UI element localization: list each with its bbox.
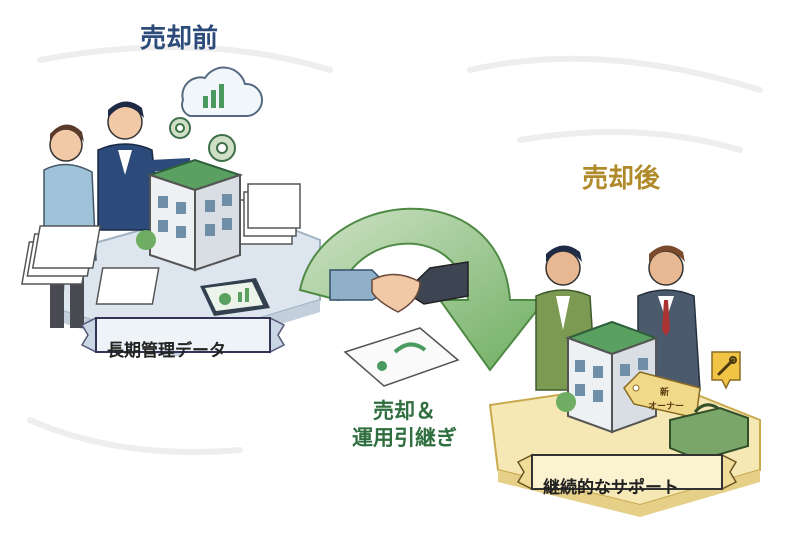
- banner-right: [516, 453, 738, 491]
- transfer-arrow: [298, 207, 548, 372]
- process-label-line2: 運用引継ぎ: [352, 426, 457, 450]
- tablet-chart: [200, 278, 270, 316]
- process-label: 売却＆ 運用引継ぎ: [352, 398, 457, 452]
- wrench-icon: [711, 351, 741, 390]
- gear-icon: [169, 117, 236, 162]
- handshake-icon: [329, 261, 469, 313]
- tag-text-2: オーナー: [648, 401, 684, 412]
- man-figure-left: [97, 101, 190, 231]
- title-after-sale: 売却後: [582, 164, 661, 194]
- contract-document: [343, 327, 460, 387]
- process-label-line1: 売却＆: [373, 399, 436, 423]
- document-stack-right: [239, 183, 301, 245]
- banner-left-text: 長期管理データ: [107, 341, 226, 361]
- cloud-icon: [181, 66, 263, 117]
- background-sketch: [27, 44, 763, 455]
- banner-right-text: 継続的なサポート: [543, 478, 679, 498]
- title-before-sale: 売却前: [140, 24, 219, 54]
- toolbox-icon: [669, 403, 749, 462]
- tag-text-1: 新: [660, 386, 669, 398]
- new-owner-tag: 新 オーナー: [623, 371, 701, 419]
- banner-left: [80, 316, 286, 354]
- building-left: [136, 158, 244, 272]
- document-stack-left: [21, 225, 160, 305]
